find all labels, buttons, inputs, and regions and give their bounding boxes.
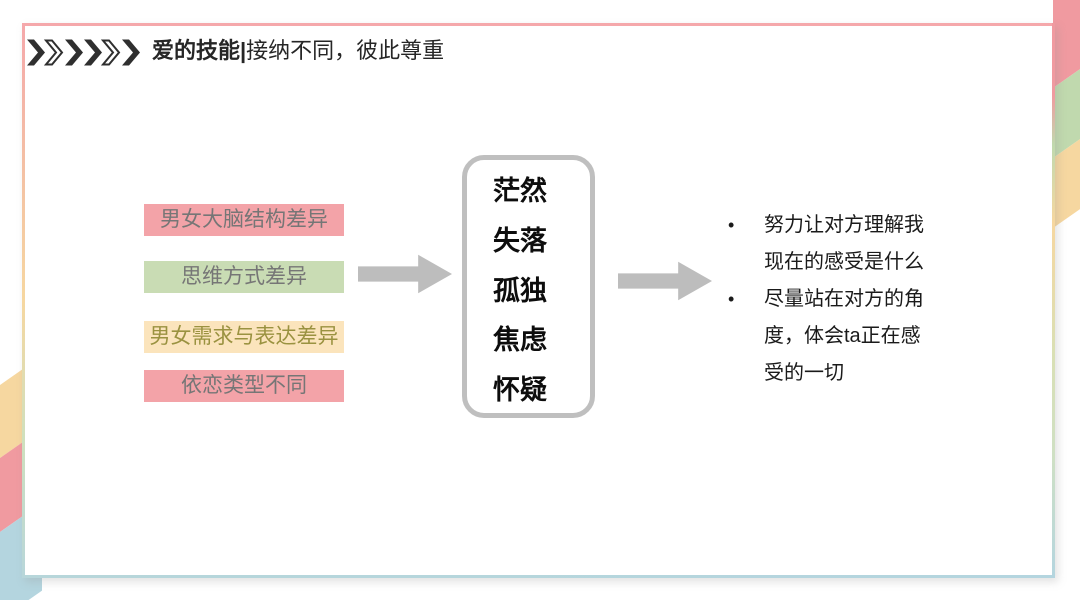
corner-stripes-top-right [1053, 0, 1080, 235]
advice-list: • 努力让对方理解我现在的感受是什么 • 尽量站在对方的角度，体会ta正在感受的… [720, 207, 935, 392]
cause-box-needs-difference: 男女需求与表达差异 [144, 321, 344, 353]
slide-frame: 爱的技能|接纳不同，彼此尊重 男女大脑结构差异 思维方式差异 男女需求与表达差异… [22, 23, 1055, 578]
stripe-group [1053, 0, 1080, 228]
feeling-item: 茫然 [493, 176, 547, 206]
flow-arrow-right [618, 261, 712, 301]
feeling-item: 失落 [493, 225, 547, 256]
title-topic: 爱的技能 [152, 38, 241, 63]
advice-item: • 尽量站在对方的角度，体会ta正在感受的一切 [720, 281, 935, 392]
bullet-dot-icon: • [728, 215, 735, 235]
advice-item: • 努力让对方理解我现在的感受是什么 [720, 207, 935, 281]
chevron-train-icon [27, 39, 140, 66]
feeling-item: 焦虑 [493, 325, 547, 356]
flow-arrow-left [358, 254, 452, 294]
frame-border-top [22, 23, 1055, 26]
feelings-box: 茫然 失落 孤独 焦虑 怀疑 [462, 155, 595, 418]
bullet-dot-icon: • [728, 289, 735, 309]
frame-border-left [22, 23, 25, 578]
cause-box-brain-difference: 男女大脑结构差异 [144, 204, 344, 236]
title-subtitle: 接纳不同，彼此尊重 [246, 38, 445, 63]
frame-border-bottom [22, 575, 1055, 578]
feeling-item: 怀疑 [493, 375, 547, 405]
advice-text: 努力让对方理解我现在的感受是什么 [764, 214, 924, 273]
title-separator: | [240, 38, 247, 63]
feeling-item: 孤独 [493, 275, 547, 306]
cause-box-attachment-difference: 依恋类型不同 [144, 370, 344, 402]
frame-border-right [1052, 23, 1055, 578]
advice-text: 尽量站在对方的角度，体会ta正在感受的一切 [764, 288, 924, 384]
cause-box-thinking-difference: 思维方式差异 [144, 261, 344, 293]
slide-title: 爱的技能|接纳不同，彼此尊重 [152, 36, 444, 66]
